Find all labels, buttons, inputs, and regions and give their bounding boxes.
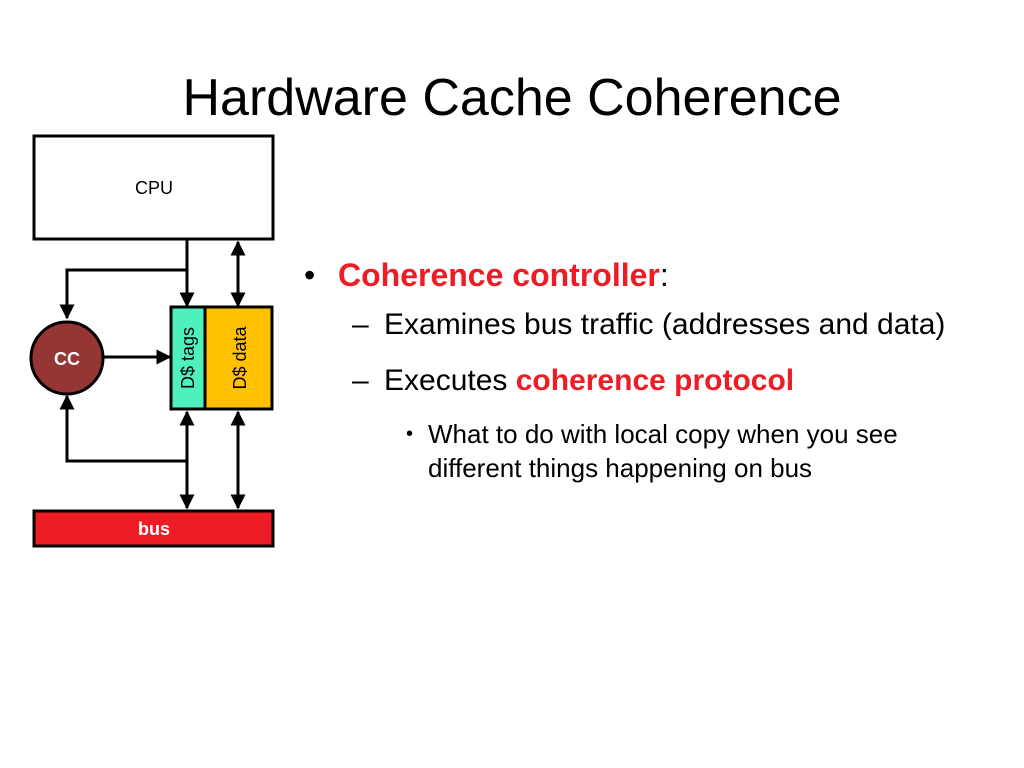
local-copy-text: What to do with local copy when you see … [428, 419, 898, 483]
bullet-coherence-controller: • Coherence controller: [300, 255, 1000, 295]
dcache-data-box [203, 305, 274, 411]
cpu-to-cc-wire [59, 239, 189, 320]
cpu-label: CPU [135, 178, 173, 198]
bullet-marker: • [304, 257, 316, 293]
dash-marker: – [352, 364, 369, 397]
cpu-box [32, 134, 275, 241]
dcache-data-label: D$ data [230, 325, 250, 389]
bullet-executes-protocol: –Executes coherence protocol [300, 361, 974, 401]
bullet-list: • Coherence controller: –Examines bus tra… [300, 255, 1000, 485]
examines-bus-text: Examines bus traffic (addresses and data… [384, 308, 946, 341]
dash-marker: – [352, 308, 369, 341]
coherence-controller-highlight: Coherence controller [338, 257, 660, 293]
coherence-protocol-highlight: coherence protocol [515, 364, 795, 397]
slide-title: Hardware Cache Coherence [182, 69, 842, 127]
cc-label: CC [54, 349, 80, 369]
bus-label: bus [138, 519, 170, 539]
cache-coherence-diagram: CPU D$ tags D$ data CC bus [29, 134, 275, 548]
bullet-local-copy: • What to do with local copy when you see… [300, 417, 988, 485]
dcache-tags-box [169, 305, 207, 411]
bullet-marker: • [406, 423, 414, 445]
coherence-controller-circle [29, 320, 105, 396]
connection-wires [59, 239, 246, 510]
dcache-tags-label: D$ tags [178, 327, 198, 389]
bus-to-cc-wire [59, 394, 187, 463]
bullet-examines-bus: –Examines bus traffic (addresses and dat… [300, 305, 974, 345]
bus-bar [32, 509, 275, 548]
bullet-colon: : [659, 257, 669, 293]
executes-text: Executes [384, 364, 516, 397]
